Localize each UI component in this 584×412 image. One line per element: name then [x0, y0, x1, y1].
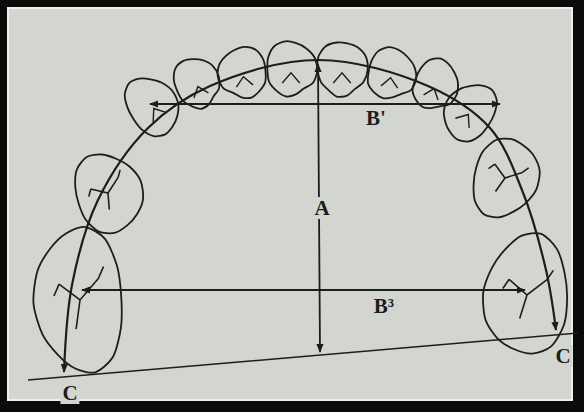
dimension-line — [150, 103, 500, 105]
tooth-outline — [28, 225, 126, 377]
dimension-label: A — [312, 197, 331, 219]
tooth-outline — [317, 42, 367, 96]
tooth-outline — [65, 142, 155, 241]
teeth — [28, 41, 571, 376]
tooth-outline — [267, 41, 317, 96]
tooth-outline — [432, 72, 506, 149]
dimension-label: B' — [364, 107, 388, 129]
figure-panel — [7, 7, 573, 401]
dimension-line — [82, 289, 525, 291]
base-line — [28, 333, 578, 380]
tooth-outline — [462, 131, 550, 229]
tooth-outline — [407, 53, 466, 117]
dimension-label: C — [553, 345, 572, 367]
dimension-label: C — [60, 382, 79, 404]
dimension-label: B³ — [372, 295, 396, 317]
arch-perimeter-line — [64, 60, 556, 372]
